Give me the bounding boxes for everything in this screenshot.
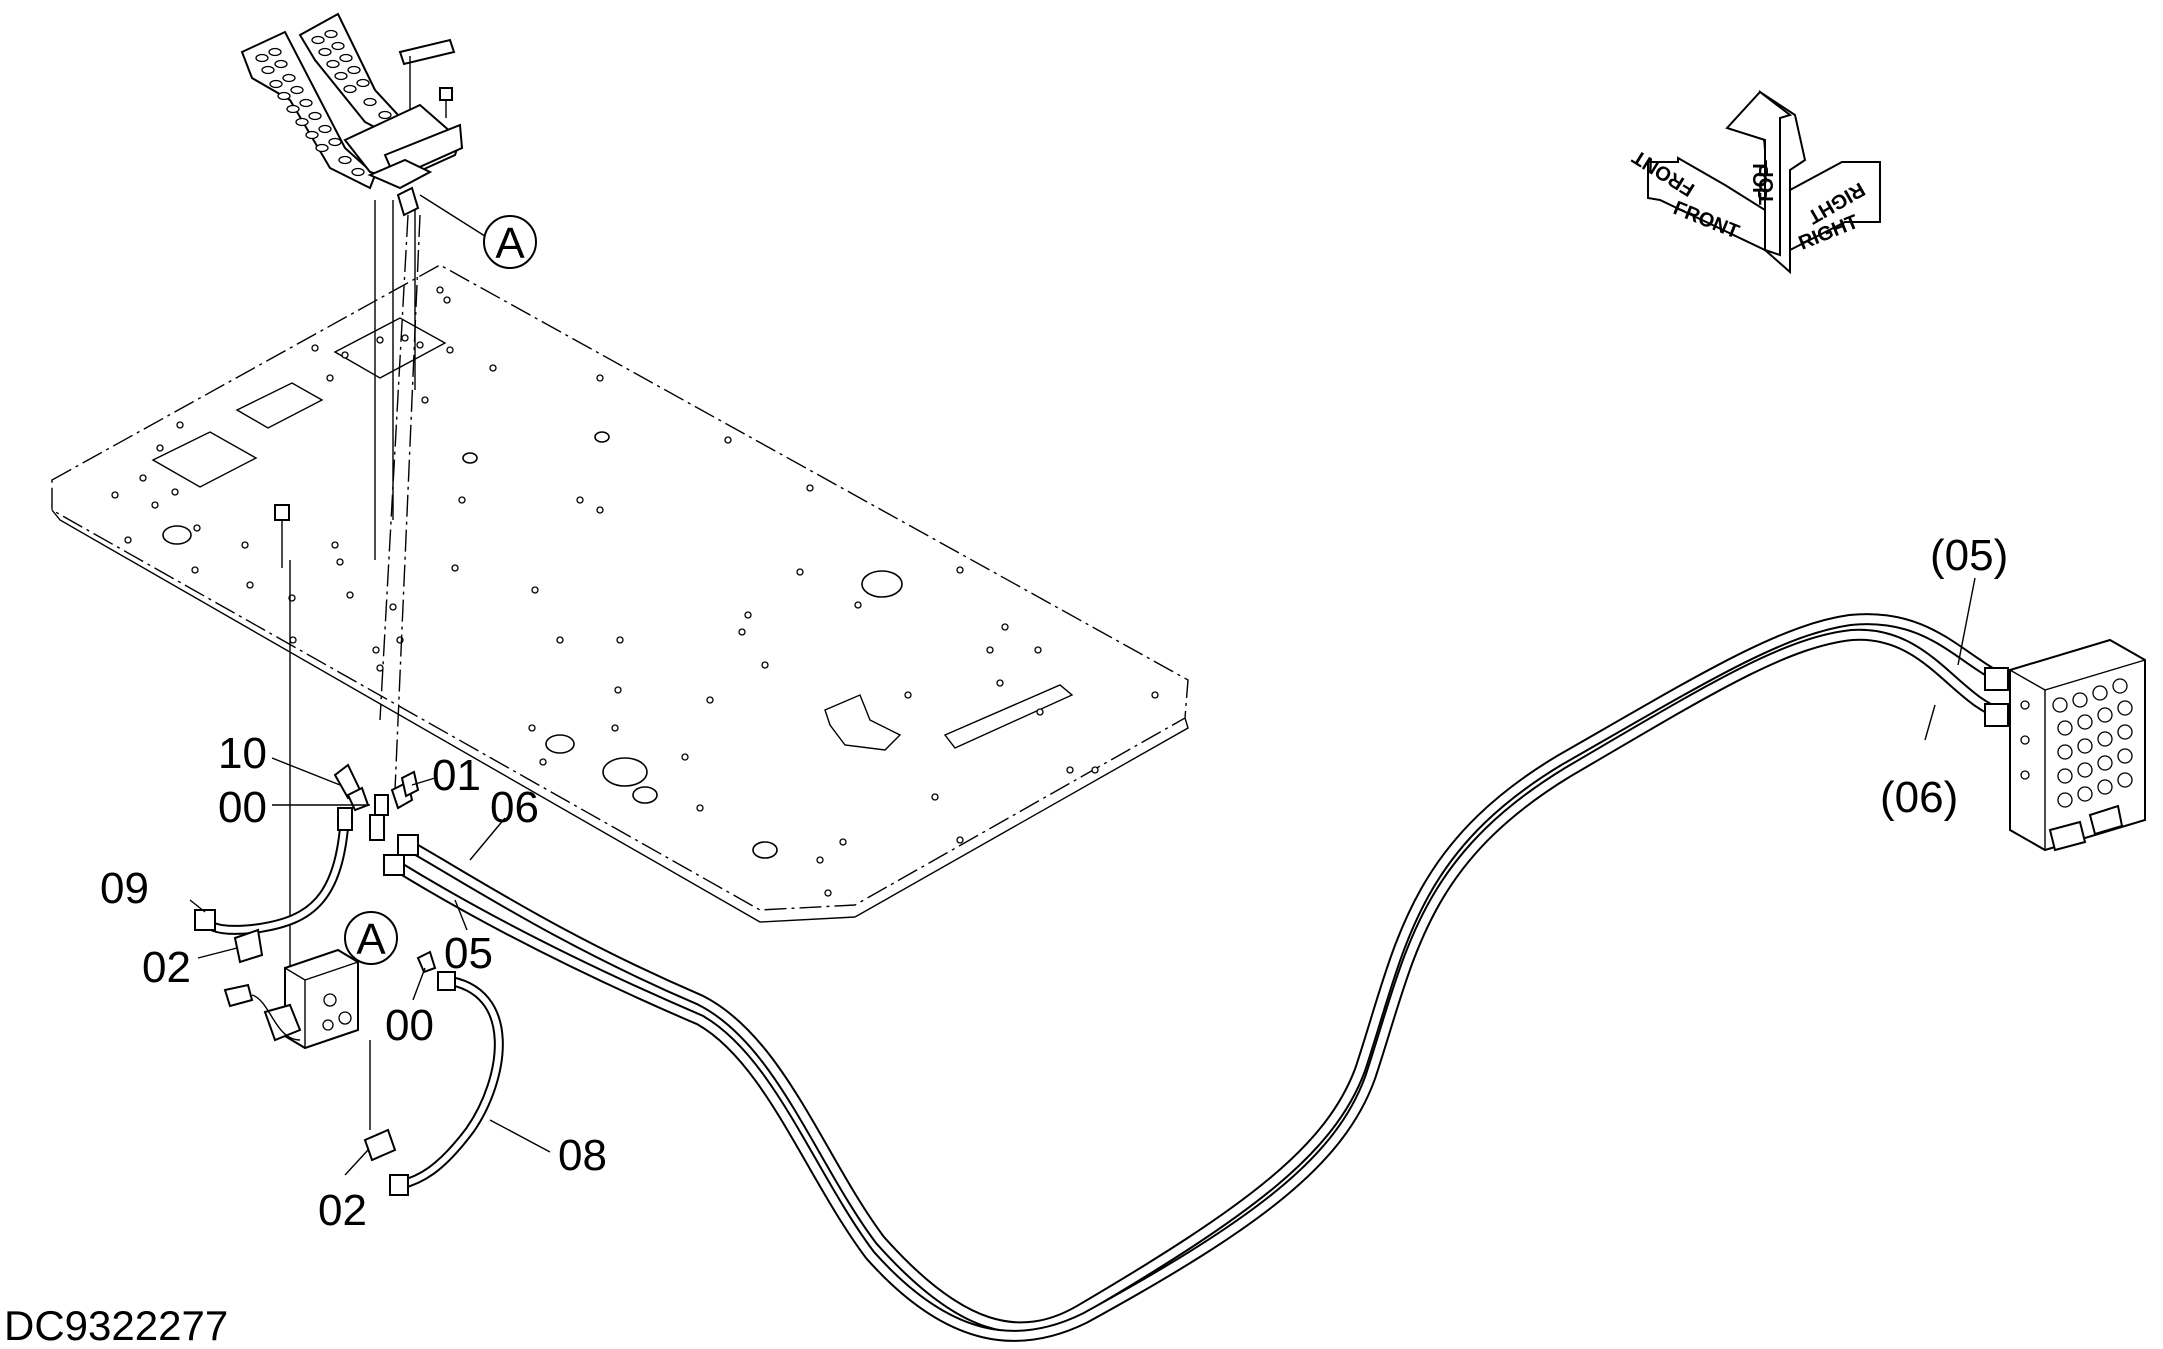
floor-plate — [51, 264, 1189, 923]
direction-indicator: FRONT FRONT TOP TOP RIGHT RIGHT — [1629, 90, 1881, 275]
callout-02-lower: 02 — [318, 1186, 367, 1235]
detail-marker-a-lower: A — [344, 911, 398, 965]
detail-label-a-upper: A — [495, 219, 525, 268]
callout-06-reference: (06) — [1880, 773, 1958, 822]
callout-02-upper: 02 — [142, 943, 191, 992]
detail-marker-a-upper: A — [483, 215, 537, 269]
callout-10: 10 — [218, 729, 267, 778]
callout-05-reference: (05) — [1930, 531, 2008, 580]
callout-08: 08 — [558, 1131, 607, 1180]
leader-lines — [189, 577, 1976, 1176]
callout-00-upper: 00 — [218, 783, 267, 832]
pedal-assembly — [240, 12, 464, 980]
callout-05: 05 — [444, 929, 493, 978]
direction-top-label: TOP — [1748, 160, 1770, 201]
callout-00-lower: 00 — [385, 1001, 434, 1050]
control-valve — [2009, 638, 2146, 852]
callout-06: 06 — [490, 783, 539, 832]
hose-05-06 — [369, 613, 2009, 1342]
drawing-number: DC9322277 — [4, 1302, 228, 1349]
detail-label-a-lower: A — [356, 915, 386, 964]
callout-09: 09 — [100, 864, 149, 913]
direction-top-label-mirror: TOP — [1756, 164, 1778, 205]
callout-01: 01 — [432, 751, 481, 800]
